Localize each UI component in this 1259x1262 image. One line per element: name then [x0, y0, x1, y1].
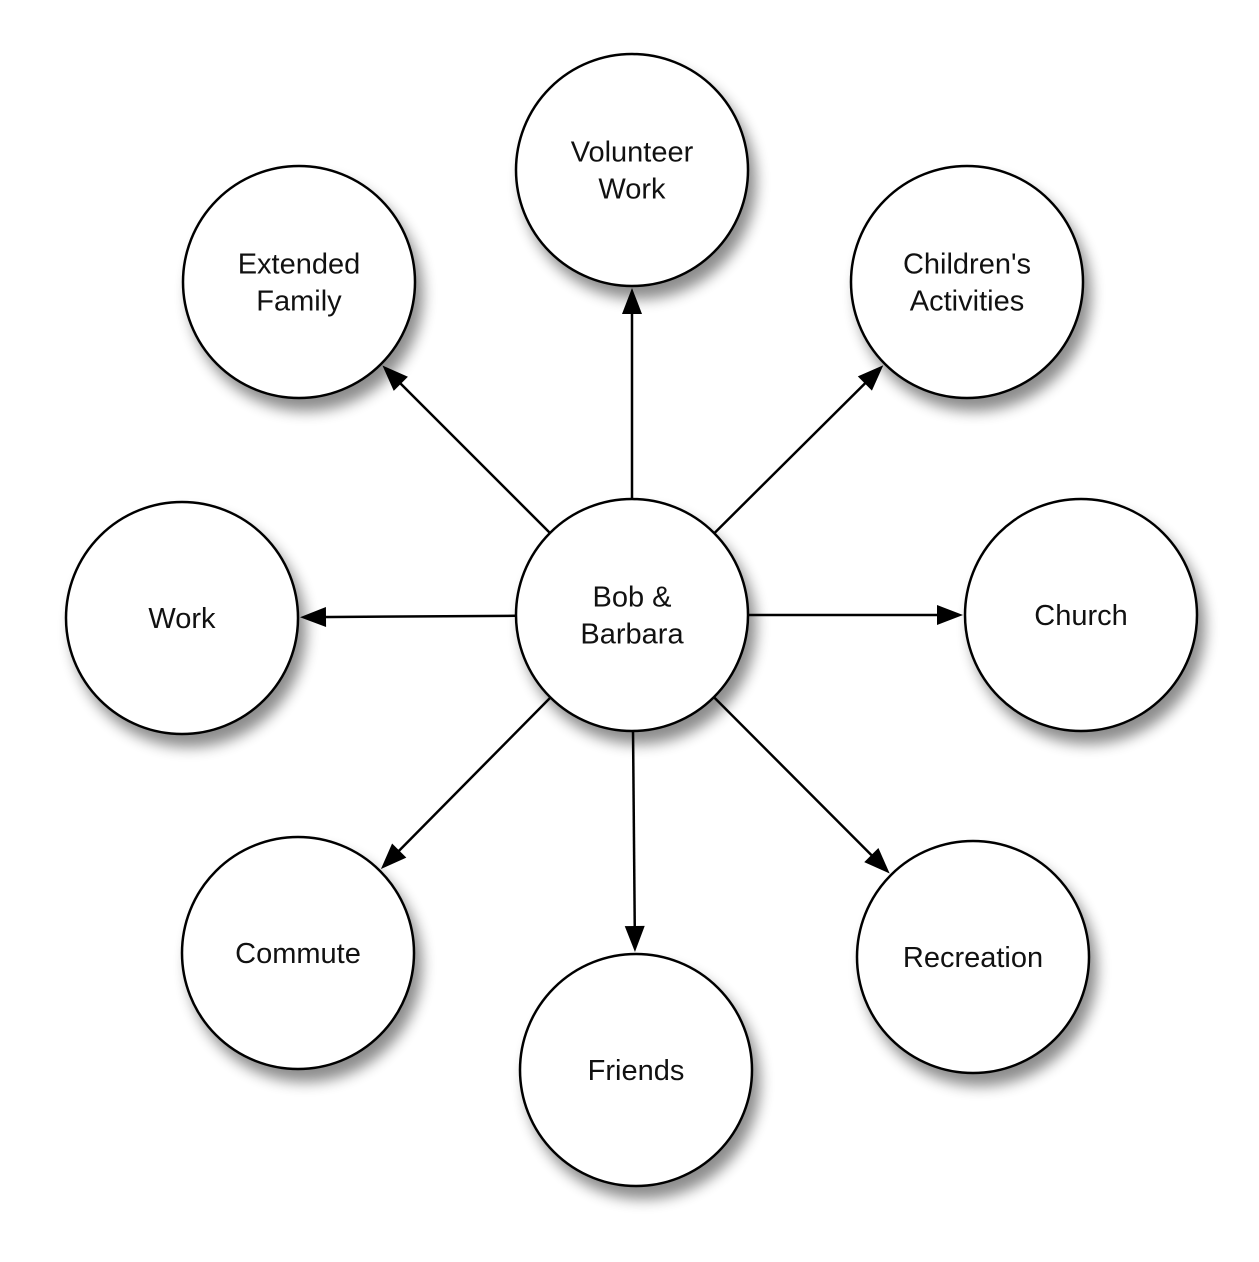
arrowhead-work [299, 607, 327, 628]
node-circle-center [514, 497, 750, 733]
arrow-work [313, 614, 517, 619]
node-label-friends-line-1: Friends [588, 1055, 685, 1087]
node-label-church-line-1: Church [1034, 600, 1128, 632]
arrow-extended-family [391, 374, 551, 534]
node-label-childrens-activities-line-2: Activities [910, 286, 1024, 318]
node-church: Church [963, 497, 1199, 733]
arrowhead-commute [380, 843, 407, 870]
node-work: Work [64, 500, 300, 736]
edges-layer [299, 288, 963, 953]
arrowhead-church [937, 605, 963, 625]
node-circle-childrens-activities [849, 164, 1085, 400]
node-commute: Commute [180, 835, 416, 1071]
node-label-extended-family-line-2: Family [256, 286, 342, 318]
arrow-friends [631, 730, 637, 939]
arrow-childrens-activities [713, 374, 875, 535]
node-label-center-line-1: Bob & [593, 582, 672, 614]
node-circle-church [963, 497, 1199, 733]
arrow-recreation [713, 696, 881, 865]
node-label-center-line-2: Barbara [580, 619, 684, 651]
nodes-layer: Bob &BarbaraVolunteerWorkChildren'sActiv… [64, 52, 1199, 1188]
node-label-extended-family-line-1: Extended [238, 249, 361, 281]
node-label-work-line-1: Work [148, 603, 216, 635]
arrowhead-friends [624, 925, 645, 953]
node-label-volunteer-work-line-2: Work [598, 174, 666, 206]
node-circle-recreation [855, 839, 1091, 1075]
node-label-childrens-activities-line-1: Children's [903, 249, 1031, 281]
node-label-commute-line-1: Commute [235, 938, 361, 970]
node-circle-commute [180, 835, 416, 1071]
node-recreation: Recreation [855, 839, 1091, 1075]
arrowhead-recreation [864, 847, 890, 874]
arrow-commute [389, 696, 552, 860]
node-circle-volunteer-work [514, 52, 750, 288]
arrowhead-extended-family [382, 365, 408, 391]
node-circle-work [64, 500, 300, 736]
node-label-volunteer-work-line-1: Volunteer [571, 137, 694, 169]
arrowhead-volunteer-work [622, 288, 642, 314]
node-center: Bob & Barbara [514, 497, 750, 733]
arrowhead-childrens-activities [857, 365, 884, 391]
node-label-recreation-line-1: Recreation [903, 942, 1043, 974]
node-circle-friends [518, 952, 754, 1188]
node-friends: Friends [518, 952, 754, 1188]
node-circle-extended-family [181, 164, 417, 400]
